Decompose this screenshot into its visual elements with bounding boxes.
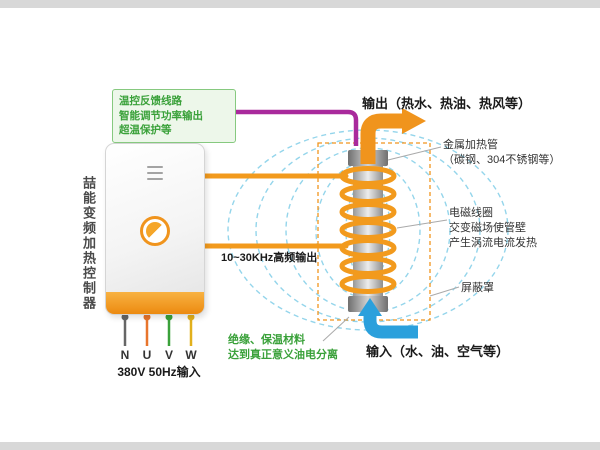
hf-output-wires [201, 173, 349, 249]
feedback-line-2: 智能调节功率输出 [119, 109, 203, 122]
feedback-line-1: 温控反馈线路 [119, 95, 182, 107]
metal-tube-line-2: （碳钢、304不锈钢等） [443, 153, 561, 166]
feedback-line-3: 超温保护等 [119, 124, 172, 137]
controller-vents [147, 166, 163, 180]
bottom-border-strip [0, 442, 600, 450]
shield-label: 屏蔽罩 [461, 282, 494, 294]
device-vertical-title: 喆能变频加热控制器 [81, 176, 96, 311]
terminal-label-w: W [185, 348, 197, 362]
output-pipe-arrow-icon [360, 108, 426, 164]
coil-annotation: 电磁线圈 交变磁场使管壁 产生涡流电流发热 [449, 206, 537, 251]
coil-line-2: 交变磁场使管壁 [449, 221, 526, 234]
brand-logo-icon [140, 216, 170, 246]
coil-line-1: 电磁线圈 [449, 207, 493, 219]
metal-heating-tube [348, 150, 388, 312]
insulation-annotation: 绝缘、保温材料 达到真正意义油电分离 [228, 333, 338, 363]
insulation-line-1: 绝缘、保温材料 [228, 334, 305, 346]
input-label: 输入（水、油、空气等） [366, 344, 510, 359]
frequency-controller-device [105, 143, 205, 315]
metal-tube-annotation: 金属加热管 （碳钢、304不锈钢等） [443, 138, 560, 168]
terminal-label-v: V [164, 348, 173, 362]
annotation-leader-lines [322, 146, 460, 342]
output-label: 输出（热水、热油、热风等） [362, 96, 532, 111]
input-pipe-arrow-icon [358, 298, 418, 339]
feedback-annotation-box: 温控反馈线路 智能调节功率输出 超温保护等 [112, 89, 236, 144]
controller-orange-band [106, 292, 204, 314]
hf-output-label: 10~30KHz高频输出 [221, 252, 318, 264]
power-input-label: 380V 50Hz输入 [117, 365, 201, 379]
electromagnetic-coil [339, 166, 397, 294]
terminal-label-n: N [120, 348, 130, 362]
metal-tube-line-1: 金属加热管 [443, 139, 498, 151]
insulation-line-2: 达到真正意义油电分离 [228, 348, 338, 361]
feedback-wire [236, 109, 359, 146]
coil-line-3: 产生涡流电流发热 [449, 236, 537, 249]
terminal-label-u: U [142, 348, 152, 362]
power-input-wires [121, 313, 195, 346]
top-border-strip [0, 0, 600, 8]
